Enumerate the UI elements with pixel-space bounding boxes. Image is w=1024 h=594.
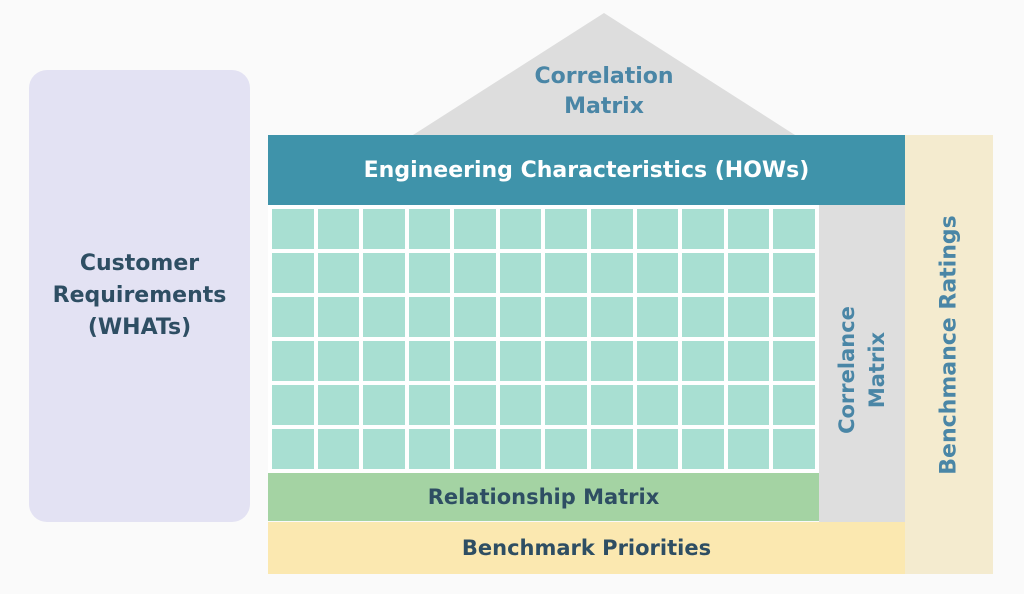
- grid-cell: [408, 385, 451, 425]
- grid-cell: [317, 297, 360, 337]
- grid-cell: [363, 385, 405, 425]
- benchmark-priorities-label: Benchmark Priorities: [461, 536, 712, 560]
- grid-cell: [499, 341, 542, 381]
- roof-label-line-2: Matrix: [564, 94, 644, 119]
- grid-cell: [454, 429, 496, 469]
- grid-cell: [272, 341, 314, 381]
- grid-cell: [545, 209, 588, 249]
- side-matrix-block: Correlance Matrix: [819, 205, 905, 522]
- customer-label-line-2: Requirements: [52, 283, 227, 308]
- grid-cell: [591, 341, 633, 381]
- grid-cell: [591, 429, 633, 469]
- grid-cell: [499, 297, 542, 337]
- grid-cell: [317, 429, 360, 469]
- grid-cell: [545, 297, 588, 337]
- grid-cell: [727, 429, 770, 469]
- grid-cell: [454, 209, 496, 249]
- grid-cell: [591, 253, 633, 293]
- grid-cell: [727, 297, 770, 337]
- grid-cell: [727, 209, 770, 249]
- grid-cell: [773, 429, 815, 469]
- side-matrix-label: Correlance Matrix: [832, 220, 892, 520]
- relationship-grid: [268, 205, 819, 473]
- grid-cell: [454, 341, 496, 381]
- grid-cell: [636, 429, 679, 469]
- grid-cell: [499, 385, 542, 425]
- engineering-characteristics-label: Engineering Characteristics (HOWs): [363, 157, 810, 183]
- grid-cell: [682, 341, 724, 381]
- customer-label-line-1: Customer: [79, 251, 200, 276]
- grid-cell: [636, 297, 679, 337]
- grid-cell: [454, 297, 496, 337]
- benchmark-ratings-label: Benchmance Ratings: [936, 215, 962, 475]
- customer-requirements-block: Customer Requirements (WHATs): [29, 70, 250, 522]
- grid-cell: [317, 209, 360, 249]
- grid-cell: [408, 297, 451, 337]
- grid-cell: [773, 385, 815, 425]
- grid-cell: [363, 253, 405, 293]
- grid-cell: [408, 253, 451, 293]
- benchmark-ratings-block: Benchmance Ratings: [905, 135, 993, 574]
- grid-cell: [773, 253, 815, 293]
- grid-cell: [591, 209, 633, 249]
- grid-cell: [363, 429, 405, 469]
- grid-cell: [317, 253, 360, 293]
- roof-triangle: [413, 13, 795, 135]
- grid-cell: [499, 429, 542, 469]
- grid-cell: [272, 385, 314, 425]
- grid-cell: [408, 209, 451, 249]
- grid-cell: [408, 429, 451, 469]
- grid-cell: [272, 209, 314, 249]
- grid-cell: [317, 341, 360, 381]
- grid-cell: [408, 341, 451, 381]
- grid-cell: [682, 429, 724, 469]
- grid-cell: [363, 297, 405, 337]
- grid-cell: [545, 253, 588, 293]
- grid-cell: [727, 341, 770, 381]
- side-matrix-label-line-1: Correlance: [835, 306, 859, 434]
- grid-cell: [636, 253, 679, 293]
- grid-cell: [591, 297, 633, 337]
- grid-cell: [545, 341, 588, 381]
- grid-cell: [636, 341, 679, 381]
- grid-cell: [682, 209, 724, 249]
- grid-cell: [545, 385, 588, 425]
- grid-cell: [727, 385, 770, 425]
- relationship-matrix-label: Relationship Matrix: [427, 485, 660, 509]
- benchmark-priorities-block: Benchmark Priorities: [268, 522, 905, 574]
- grid-cell: [454, 253, 496, 293]
- grid-cell: [773, 297, 815, 337]
- grid-cell: [682, 253, 724, 293]
- customer-requirements-label: Customer Requirements (WHATs): [40, 248, 240, 344]
- side-matrix-label-line-2: Matrix: [865, 331, 889, 409]
- grid-cell: [317, 385, 360, 425]
- customer-label-line-3: (WHATs): [87, 315, 192, 340]
- grid-cell: [545, 429, 588, 469]
- grid-cell: [272, 429, 314, 469]
- engineering-characteristics-block: Engineering Characteristics (HOWs): [268, 135, 905, 205]
- grid-cell: [727, 253, 770, 293]
- relationship-matrix-block: Relationship Matrix: [268, 473, 819, 521]
- grid-cell: [272, 253, 314, 293]
- grid-cell: [499, 253, 542, 293]
- grid-cell: [773, 209, 815, 249]
- grid-cell: [636, 209, 679, 249]
- grid-cell: [363, 341, 405, 381]
- roof-label-line-1: Correlation: [534, 64, 674, 89]
- grid-cell: [591, 385, 633, 425]
- roof-label: Correlation Matrix: [470, 62, 738, 122]
- grid-cell: [454, 385, 496, 425]
- grid-cell: [682, 297, 724, 337]
- grid-cell: [682, 385, 724, 425]
- grid-cell: [272, 297, 314, 337]
- grid-cell: [499, 209, 542, 249]
- grid-cell: [636, 385, 679, 425]
- grid-cell: [363, 209, 405, 249]
- grid-cell: [773, 341, 815, 381]
